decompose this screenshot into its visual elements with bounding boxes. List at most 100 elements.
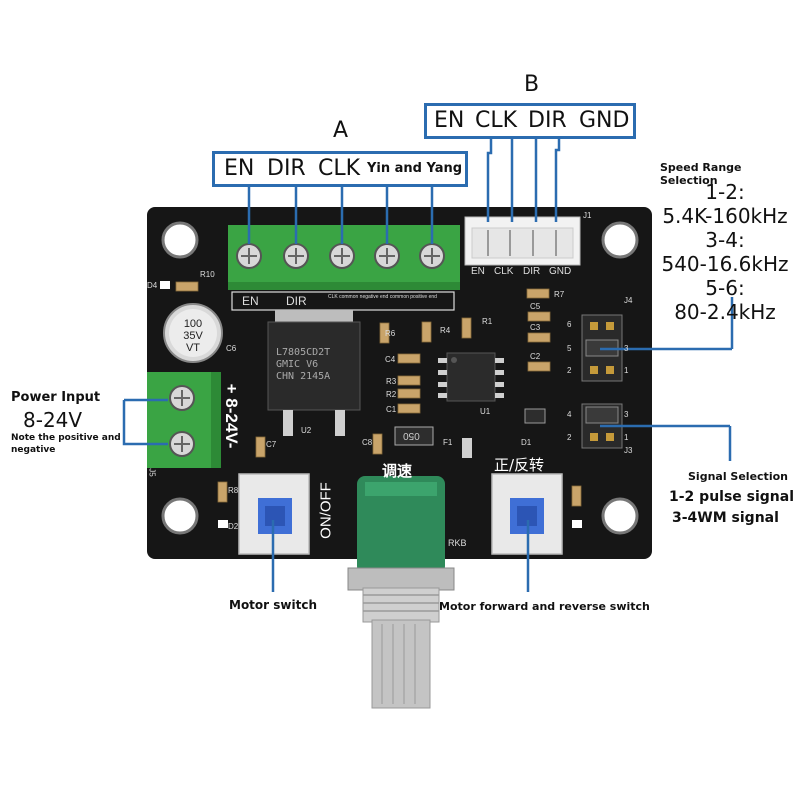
regulator-mfr: GMIC V6 [276, 359, 319, 370]
designator-d2: D2 [228, 522, 239, 531]
signal-option-pwm: 3-4WM signal [672, 510, 779, 526]
signal-option-pulse: 1-2 pulse signal [669, 489, 795, 505]
j4-pin-6: 6 [567, 320, 572, 329]
fuse-f1 [394, 426, 434, 446]
j3-pin-2: 2 [567, 433, 572, 442]
regulator-part: L7805CD2T [276, 347, 331, 358]
cap-value: 100 35V VT [177, 318, 209, 354]
designator-r10: R10 [200, 270, 215, 279]
direction-cn-label: 正/反转 [494, 456, 545, 474]
group-b-pin-dir: DIR [528, 108, 567, 133]
group-a-pin-dir: DIR [267, 156, 306, 181]
mount-hole-tr [601, 221, 639, 259]
j4-pin-5: 5 [567, 344, 572, 353]
designator-d4: D4 [147, 281, 158, 290]
board-term-note: CLK common negative end common positive … [328, 294, 437, 300]
cap-capacitance: 100 [183, 318, 203, 330]
speed-range-title: Speed Range Selection [660, 161, 742, 187]
potentiometer-body [357, 476, 445, 574]
smd-r4 [421, 321, 432, 343]
pot-nut [347, 567, 455, 591]
power-note: Note the positive and negative [11, 433, 121, 455]
j3-pin-4: 4 [567, 410, 572, 419]
designator-j3: J3 [624, 446, 633, 455]
group-b-title: B [524, 72, 540, 97]
direction-switch-label: Motor forward and reverse switch [439, 600, 650, 613]
designator-c5: C5 [530, 302, 541, 311]
pot-thread [362, 587, 440, 623]
connector-id: J1 [583, 211, 592, 220]
smd-r2 [397, 388, 421, 399]
board-label-dir: DIR [286, 294, 307, 308]
pot-shaft [371, 619, 431, 709]
designator-j4: J4 [624, 296, 633, 305]
connector-pin-dir: DIR [523, 266, 541, 277]
designator-c4: C4 [385, 355, 396, 364]
voltage-regulator [267, 321, 361, 411]
power-terminal-id: J5 [147, 468, 157, 477]
smd-r6 [379, 322, 390, 344]
speed-range-3-4: 3-4: [705, 228, 745, 252]
j3-pin-1: 1 [624, 433, 629, 442]
smd-r10 [175, 281, 199, 292]
designator-u1: U1 [480, 407, 491, 416]
led-d2 [218, 520, 228, 528]
power-input-title: Power Input [11, 390, 101, 405]
group-a-yin-yang: Yin and Yang [367, 161, 463, 176]
smd-c2 [527, 361, 551, 372]
smd-r7 [526, 288, 550, 299]
speed-cn-label: 调速 [382, 462, 413, 480]
signal-selection-title: Signal Selection [688, 470, 788, 483]
mount-hole-br [601, 497, 639, 535]
board-label-en: EN [242, 294, 259, 308]
cap-series: VT [185, 342, 201, 354]
cap-voltage: 35V [183, 330, 203, 342]
connector-pin-gnd: GND [549, 266, 572, 277]
regulator-text: L7805CD2T GMIC V6 CHN 2145A [276, 347, 330, 383]
designator-r8: R8 [228, 486, 239, 495]
j4-pin-2: 2 [567, 366, 572, 375]
group-a-title: A [333, 118, 349, 143]
designator-u2: U2 [301, 426, 312, 435]
smd-r9 [571, 485, 582, 507]
power-marking: + 8-24V- [222, 383, 241, 449]
speed-range-1-2: 1-2: [705, 180, 745, 204]
speed-range-3-4-value: 540-16.6kHz [661, 252, 789, 276]
designator-c1: C1 [386, 405, 397, 414]
group-a-pin-en: EN [224, 156, 255, 181]
mount-hole-tl [161, 221, 199, 259]
mount-hole-bl [161, 497, 199, 535]
group-a-pin-clk: CLK [318, 156, 361, 181]
motor-switch-label: Motor switch [229, 598, 317, 612]
j4-pin-3: 3 [624, 344, 629, 353]
connector-pin-en: EN [471, 266, 485, 277]
smd-c5 [527, 311, 551, 322]
fuse-label: 050 [403, 430, 420, 441]
group-b-box: EN CLK DIR GND [424, 103, 636, 139]
power-voltage: 8-24V [23, 408, 83, 432]
connector-pin-clk: CLK [494, 266, 514, 277]
regulator-lot: CHN 2145A [276, 371, 331, 382]
rkb-label: RKB [448, 538, 467, 548]
j3-pin-3: 3 [624, 410, 629, 419]
designator-c8: C8 [362, 438, 373, 447]
smd-f1 [462, 438, 472, 458]
regulator-tab [275, 310, 353, 324]
diode-d1 [524, 408, 546, 424]
designator-c2: C2 [530, 352, 541, 361]
smd-c4 [397, 353, 421, 364]
designator-d1: D1 [521, 438, 532, 447]
j4-pin-1: 1 [624, 366, 629, 375]
designator-r6: R6 [385, 329, 396, 338]
on-off-label: ON/OFF [317, 482, 335, 539]
smd-c7 [255, 436, 266, 458]
smd-r8 [217, 481, 228, 503]
designator-c7: C7 [266, 440, 277, 449]
designator-f1: F1 [443, 438, 453, 447]
cap-id: C6 [226, 344, 237, 353]
smd-r1 [461, 317, 472, 339]
designator-r2: R2 [386, 390, 397, 399]
speed-range-5-6-value: 80-2.4kHz [674, 300, 776, 324]
group-b-pin-en: EN [434, 108, 465, 133]
